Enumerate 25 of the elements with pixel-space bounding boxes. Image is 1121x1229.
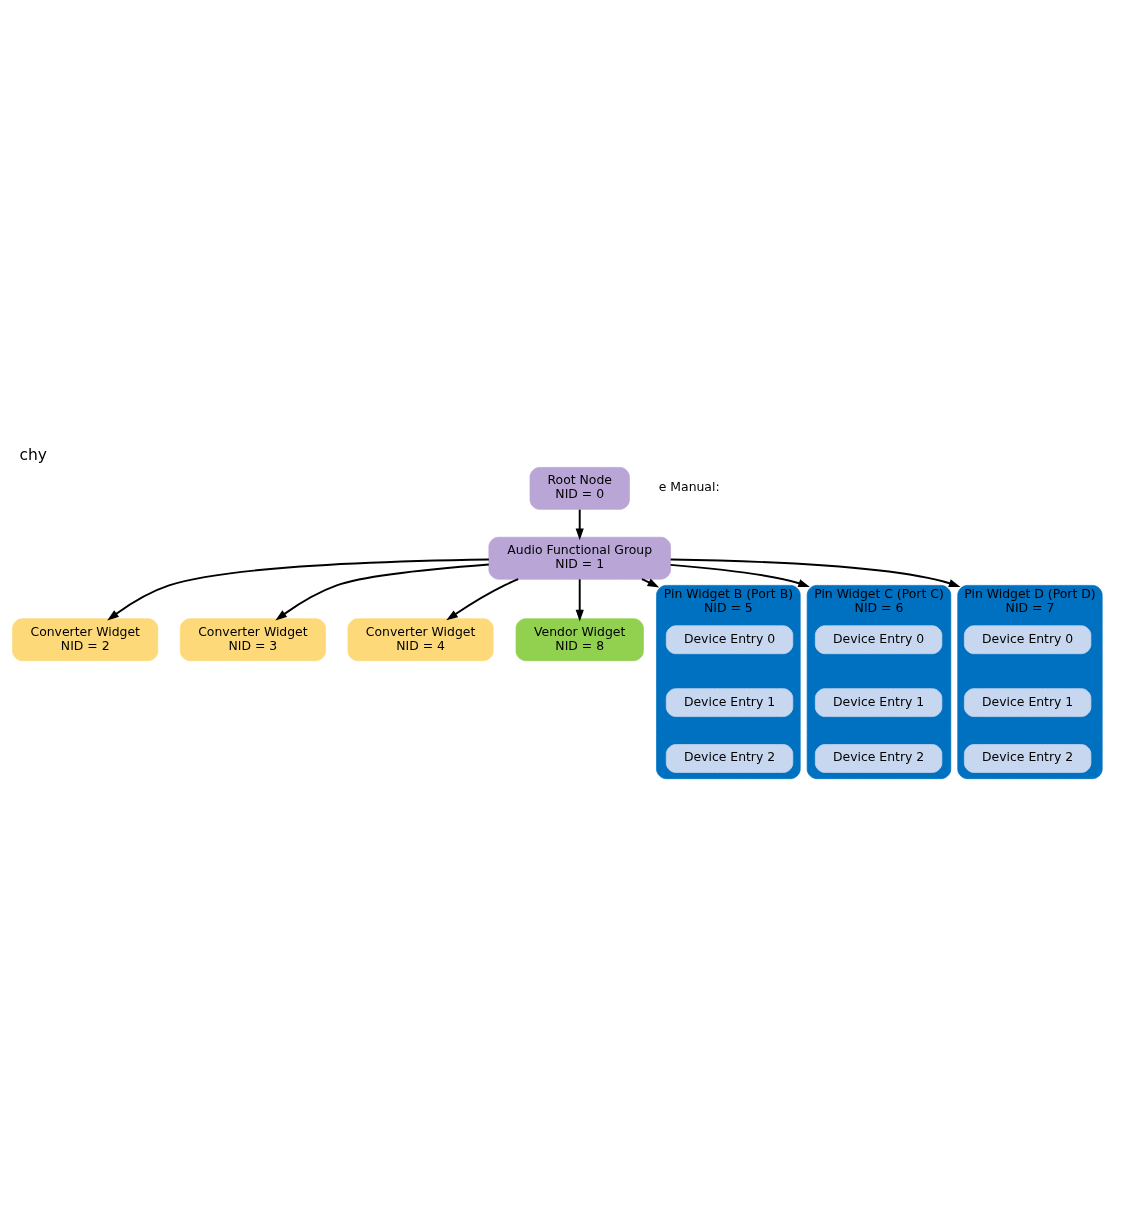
node-box: Converter Widget NID = 3 <box>179 618 326 662</box>
node-box: Device Entry 2 <box>814 744 943 773</box>
arrow <box>641 578 660 588</box>
node-box: Audio Functional Group NID = 1 <box>488 536 671 580</box>
arrow <box>669 563 810 588</box>
node-box: Device Entry 2 <box>963 744 1092 773</box>
node-box: Device Entry 0 <box>665 625 794 655</box>
node-box: Converter Widget NID = 4 <box>347 618 494 662</box>
arrow <box>275 563 490 621</box>
arrow <box>446 578 520 621</box>
node-box: Device Entry 2 <box>665 744 794 773</box>
node-box: Device Entry 1 <box>665 688 794 717</box>
arrow <box>575 508 584 541</box>
node-box: Device Entry 1 <box>963 688 1092 717</box>
label: e Manual: <box>658 479 720 495</box>
node-box: Root Node NID = 0 <box>529 467 630 510</box>
diagram-title: chy <box>19 445 47 464</box>
arrow <box>669 558 961 588</box>
arrow <box>575 578 584 622</box>
node-box: Device Entry 0 <box>814 625 943 655</box>
node-box: Device Entry 0 <box>963 625 1092 655</box>
node-box: Device Entry 1 <box>814 688 943 717</box>
arrow <box>107 558 490 621</box>
node-box: Converter Widget NID = 2 <box>12 618 159 662</box>
node-box: Vendor Widget NID = 8 <box>515 618 644 662</box>
